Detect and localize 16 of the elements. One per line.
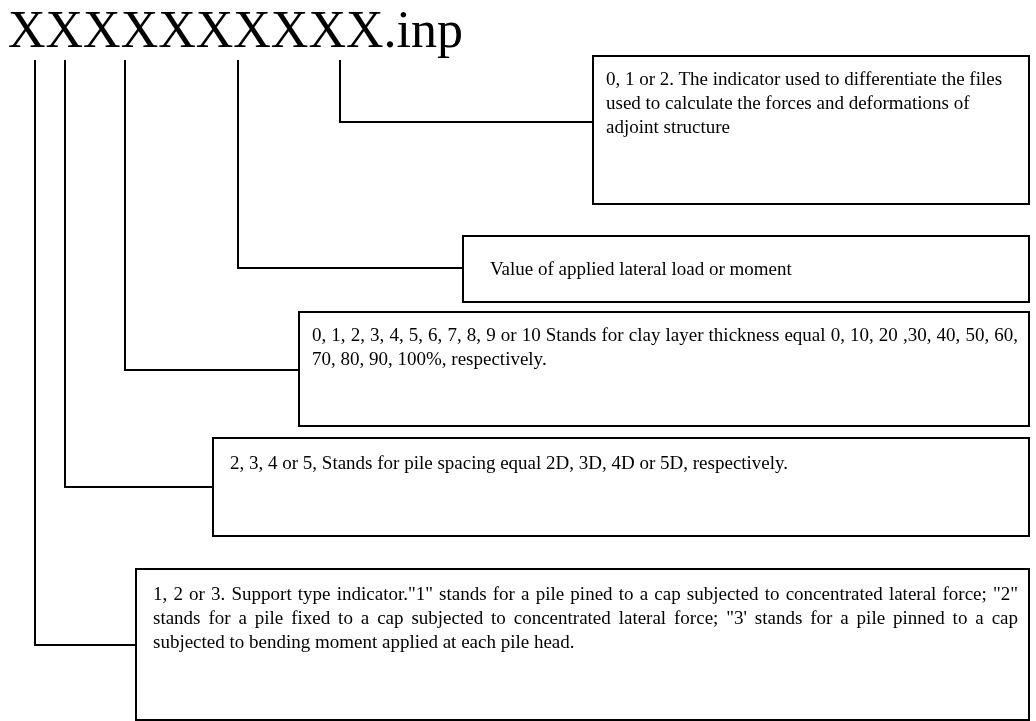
description-box bbox=[135, 568, 1030, 721]
description-box bbox=[298, 311, 1030, 427]
file-name: XXXXXXXXXX.inp bbox=[8, 1, 463, 58]
leader-line bbox=[237, 59, 463, 269]
description-box bbox=[592, 55, 1030, 205]
description-box bbox=[462, 235, 1030, 303]
description-text: 2, 3, 4 or 5, Stands for pile spacing equal 2D, 3D, 4D or 5D, respectively. bbox=[230, 451, 790, 475]
leader-line bbox=[34, 59, 136, 646]
leader-line bbox=[64, 59, 213, 488]
description-box bbox=[212, 437, 1030, 537]
description-text: Value of applied lateral load or moment bbox=[490, 257, 793, 281]
description-text: 1, 2 or 3. Support type indicator."1" stands for a pile pined to a cap subjected to concentrated lateral force; "2" stands for a pile fixed to a cap subjected to concentrated lateral force; "3' stands for a pile pinned to a cap subjected to bending moment applied at each pile head. bbox=[153, 582, 1018, 654]
description-text: 0, 1, 2, 3, 4, 5, 6, 7, 8, 9 or 10 Stands for clay layer thickness equal 0, 10, 20 ,30, 40, 50, 60, 70, 80, 90, 100%, respectively. bbox=[312, 323, 1018, 371]
leader-line bbox=[339, 59, 593, 123]
leader-line bbox=[124, 59, 299, 371]
description-text: 0, 1 or 2. The indicator used to differentiate the files used to calculate the forces and deformations of adjoint structure bbox=[606, 67, 1004, 139]
